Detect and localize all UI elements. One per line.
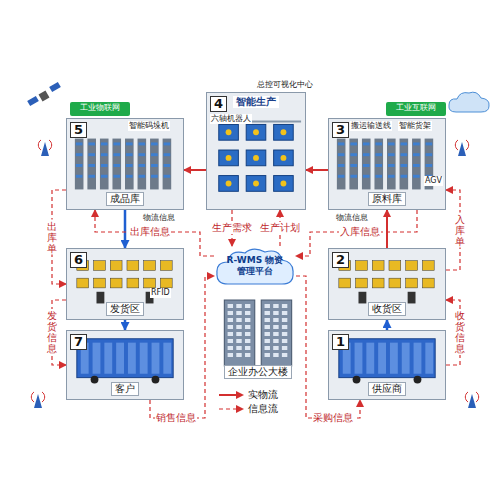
legend-item: 信息流 <box>218 402 278 416</box>
annotation-label: 物流信息 <box>142 213 176 223</box>
callout-number: 4 <box>210 96 227 112</box>
annotation-label: 六轴机器人 <box>210 114 252 124</box>
office-building: 企业办公大楼 <box>220 298 296 382</box>
annotation-label: AGV <box>424 176 443 186</box>
callout-number: 6 <box>70 252 87 268</box>
satellite-icon <box>27 82 61 106</box>
legend-line-sample <box>218 405 244 413</box>
callout-number: 5 <box>70 122 87 138</box>
network-tag-text: 工业物联网 <box>70 102 130 114</box>
area-box: 6 发货区 <box>66 248 184 320</box>
cloud-icon <box>449 92 489 112</box>
legend: 实物流信息流 <box>218 388 278 416</box>
area-box: 7 客户 <box>66 330 184 400</box>
edge-label: 销售信息 <box>155 412 197 424</box>
area-name: 原料库 <box>368 192 406 206</box>
area-name: 收货区 <box>368 302 406 316</box>
annotation-label: 搬运输送线 <box>350 121 392 131</box>
area-name: 发货区 <box>106 302 144 316</box>
material-flow-arrow <box>124 320 127 330</box>
edge-label: 采购信息 <box>312 412 354 424</box>
area-name: 成品库 <box>106 192 144 206</box>
material-flow-arrow <box>184 169 206 171</box>
area-box: 3 原料库 <box>328 118 446 210</box>
material-flow-arrow <box>124 210 127 248</box>
material-flow-arrow <box>386 210 388 248</box>
network-tag-text: 工业互联网 <box>386 102 446 114</box>
callout-number: 3 <box>332 122 349 138</box>
legend-line-sample <box>218 391 244 399</box>
edge-label: 入库单 <box>455 213 465 248</box>
annotation-label: 总控可视化中心 <box>256 80 314 90</box>
network-tag: 工业互联网 <box>386 102 446 116</box>
material-flow-arrow <box>306 169 328 171</box>
edge-label: 生产需求 <box>211 222 253 234</box>
edge-label: 生产计划 <box>259 222 301 234</box>
legend-text: 信息流 <box>248 402 278 416</box>
area-name: 智能生产 <box>233 96 279 108</box>
area-box: 1 供应商 <box>328 330 446 400</box>
callout-number: 2 <box>332 252 349 268</box>
edge-label: 出库单 <box>47 220 57 255</box>
area-box: 2 收货区 <box>328 248 446 320</box>
annotation-label: 物流信息 <box>335 213 369 223</box>
platform-cloud: R-WMS 物资管理平台 <box>214 246 296 286</box>
platform-name: R-WMS 物资管理平台 <box>223 255 287 277</box>
material-flow-arrow <box>386 320 389 330</box>
callout-number: 7 <box>70 334 87 350</box>
area-box: 5 成品库 <box>66 118 184 210</box>
annotation-label: 智能货架 <box>398 121 432 131</box>
annotation-label: RFID <box>150 288 171 298</box>
area-name: 供应商 <box>368 382 406 396</box>
callout-number: 1 <box>332 334 349 350</box>
area-name: 客户 <box>111 382 139 396</box>
network-tag: 工业物联网 <box>70 102 130 116</box>
legend-item: 实物流 <box>218 388 278 402</box>
edge-label: 收货信息 <box>455 309 465 355</box>
annotation-label: 智能码垛机 <box>128 121 170 131</box>
area-box: 4 智能生产 <box>206 92 306 210</box>
edge-label: 入库信息 <box>339 226 381 238</box>
legend-text: 实物流 <box>248 388 278 402</box>
edge-label: 出库信息 <box>129 226 171 238</box>
edge-label: 发货信息 <box>47 309 57 355</box>
building-name: 企业办公大楼 <box>224 365 292 379</box>
